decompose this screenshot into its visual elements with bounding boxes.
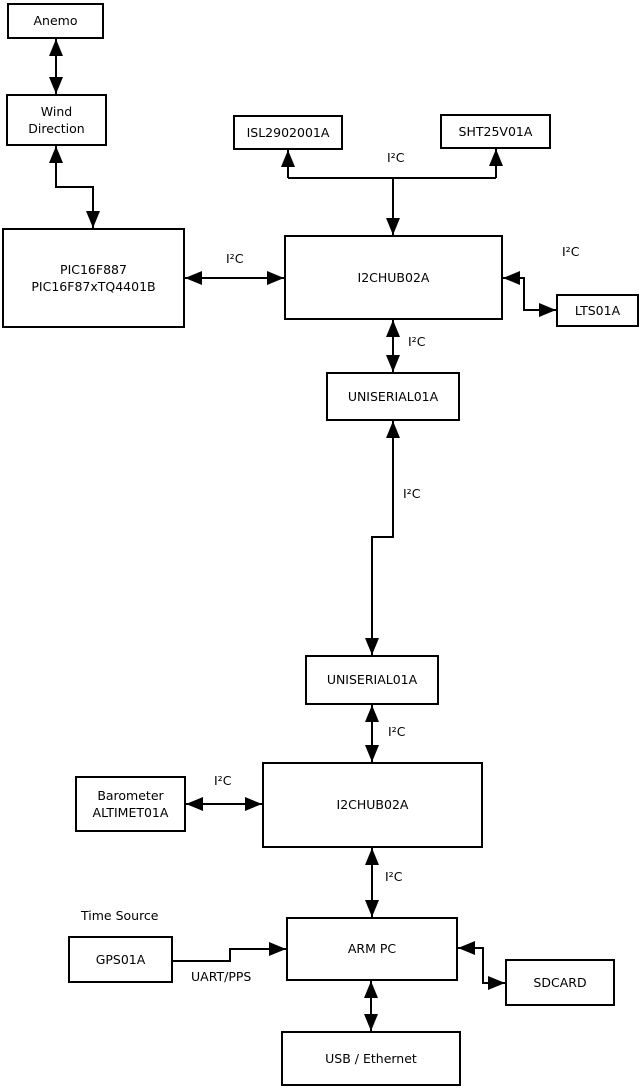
label-i2c-top-bus: I²C <box>387 150 405 165</box>
node-wind-direction: Wind Direction <box>6 94 107 146</box>
node-barometer-altimet01a: Barometer ALTIMET01A <box>75 776 186 832</box>
node-i2chub02a-2: I2CHUB02A <box>262 762 483 848</box>
label-i2c-hub2-armpc: I²C <box>385 869 403 884</box>
label-i2c-uniserial-link: I²C <box>403 486 421 501</box>
label-i2c-pic-hub1: I²C <box>226 251 244 266</box>
node-sht25v01a: SHT25V01A <box>440 114 551 149</box>
node-uniserial01a-2: UNISERIAL01A <box>305 655 439 705</box>
label-i2c-barometer-hub2: I²C <box>214 773 232 788</box>
node-sdcard: SDCARD <box>505 959 615 1006</box>
label-i2c-hub1-lts: I²C <box>562 244 580 259</box>
edge-winddirection-pic <box>49 146 100 228</box>
node-uniserial01a-1: UNISERIAL01A <box>326 372 460 421</box>
label-i2c-uniserial2-hub2: I²C <box>388 724 406 739</box>
node-gps01a: GPS01A <box>68 936 173 983</box>
node-pic16f887: PIC16F887 PIC16F87xTQ4401B <box>2 228 185 328</box>
label-uart-pps: UART/PPS <box>191 969 252 984</box>
edge-gps-armpc <box>173 942 286 962</box>
node-lts01a: LTS01A <box>556 294 639 327</box>
node-usb-ethernet: USB / Ethernet <box>281 1031 461 1086</box>
label-time-source: Time Source <box>81 908 159 923</box>
edge-armpc-sdcard <box>458 941 505 990</box>
edge-uniserial1-uniserial2 <box>365 421 400 655</box>
node-isl2902001a: ISL2902001A <box>233 115 343 150</box>
label-i2c-hub1-uniserial1: I²C <box>408 334 426 349</box>
node-anemo: Anemo <box>7 3 104 39</box>
edge-hub1-lts <box>503 271 556 317</box>
node-arm-pc: ARM PC <box>286 917 458 981</box>
node-i2chub02a-1: I2CHUB02A <box>284 235 503 320</box>
